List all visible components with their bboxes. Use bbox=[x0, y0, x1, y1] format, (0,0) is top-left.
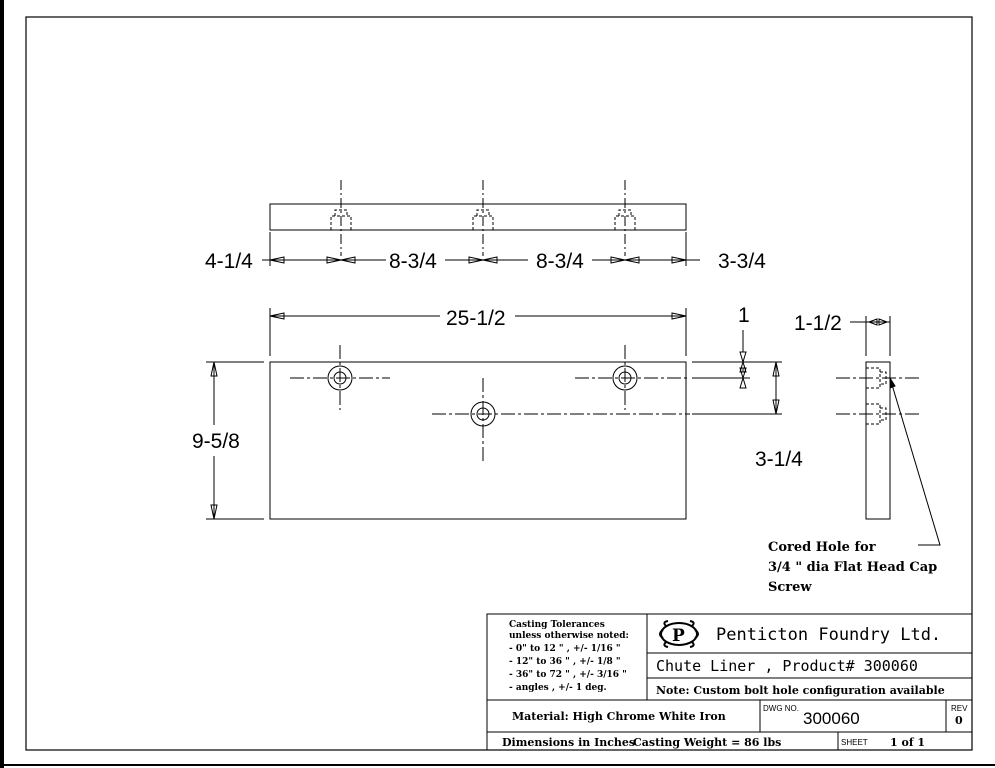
dim-8-3-4-b: 8-3/4 bbox=[536, 250, 584, 273]
dwg-no-label: DWG NO. bbox=[763, 704, 799, 713]
dim-length: 25-1/2 bbox=[446, 307, 506, 330]
front-view bbox=[206, 308, 782, 520]
dim-8-3-4-a: 8-3/4 bbox=[389, 250, 437, 273]
dim-thickness: 1-1/2 bbox=[794, 312, 842, 335]
tolerance-4: - angles , +/- 1 deg. bbox=[509, 683, 607, 693]
casting-weight: Casting Weight = 86 lbs bbox=[633, 736, 781, 749]
note-line-2: 3/4 " dia Flat Head Cap bbox=[768, 560, 937, 575]
svg-text:P: P bbox=[672, 626, 685, 646]
company-name: Penticton Foundry Ltd. bbox=[716, 625, 941, 645]
rev-label: REV bbox=[951, 704, 968, 713]
tolerances-subtitle: unless otherwise noted: bbox=[509, 631, 629, 641]
dim-3-3-4: 3-3/4 bbox=[718, 250, 766, 273]
dim-width: 9-5/8 bbox=[192, 430, 240, 453]
top-view bbox=[262, 180, 700, 266]
drawing-note: Note: Custom bolt hole configuration ava… bbox=[656, 684, 945, 697]
units: Dimensions in Inches bbox=[502, 736, 635, 749]
sheet-number: 1 of 1 bbox=[890, 736, 925, 749]
rev-value: 0 bbox=[955, 714, 963, 727]
tolerances-title: Casting Tolerances bbox=[509, 620, 605, 630]
tolerance-3: - 36" to 72 " , +/- 3/16 " bbox=[509, 670, 627, 680]
tolerance-2: - 12" to 36 " , +/- 1/8 " bbox=[509, 657, 621, 667]
note-line-1: Cored Hole for bbox=[768, 540, 876, 555]
dim-4-1-4: 4-1/4 bbox=[205, 250, 253, 273]
company-logo-icon: P bbox=[659, 620, 699, 648]
dim-offset: 3-1/4 bbox=[755, 448, 803, 471]
tolerance-1: - 0" to 12 " , +/- 1/16 " bbox=[509, 644, 621, 654]
sheet-label: SHEET bbox=[841, 738, 868, 747]
dwg-no: 300060 bbox=[803, 709, 860, 728]
left-edge-bar bbox=[0, 0, 4, 768]
note-line-3: Screw bbox=[768, 580, 812, 595]
product-name: Chute Liner , Product# 300060 bbox=[656, 657, 918, 675]
dim-edge: 1 bbox=[738, 304, 750, 327]
material: Material: High Chrome White Iron bbox=[512, 710, 726, 723]
side-view bbox=[836, 316, 941, 546]
title-block bbox=[486, 613, 973, 751]
